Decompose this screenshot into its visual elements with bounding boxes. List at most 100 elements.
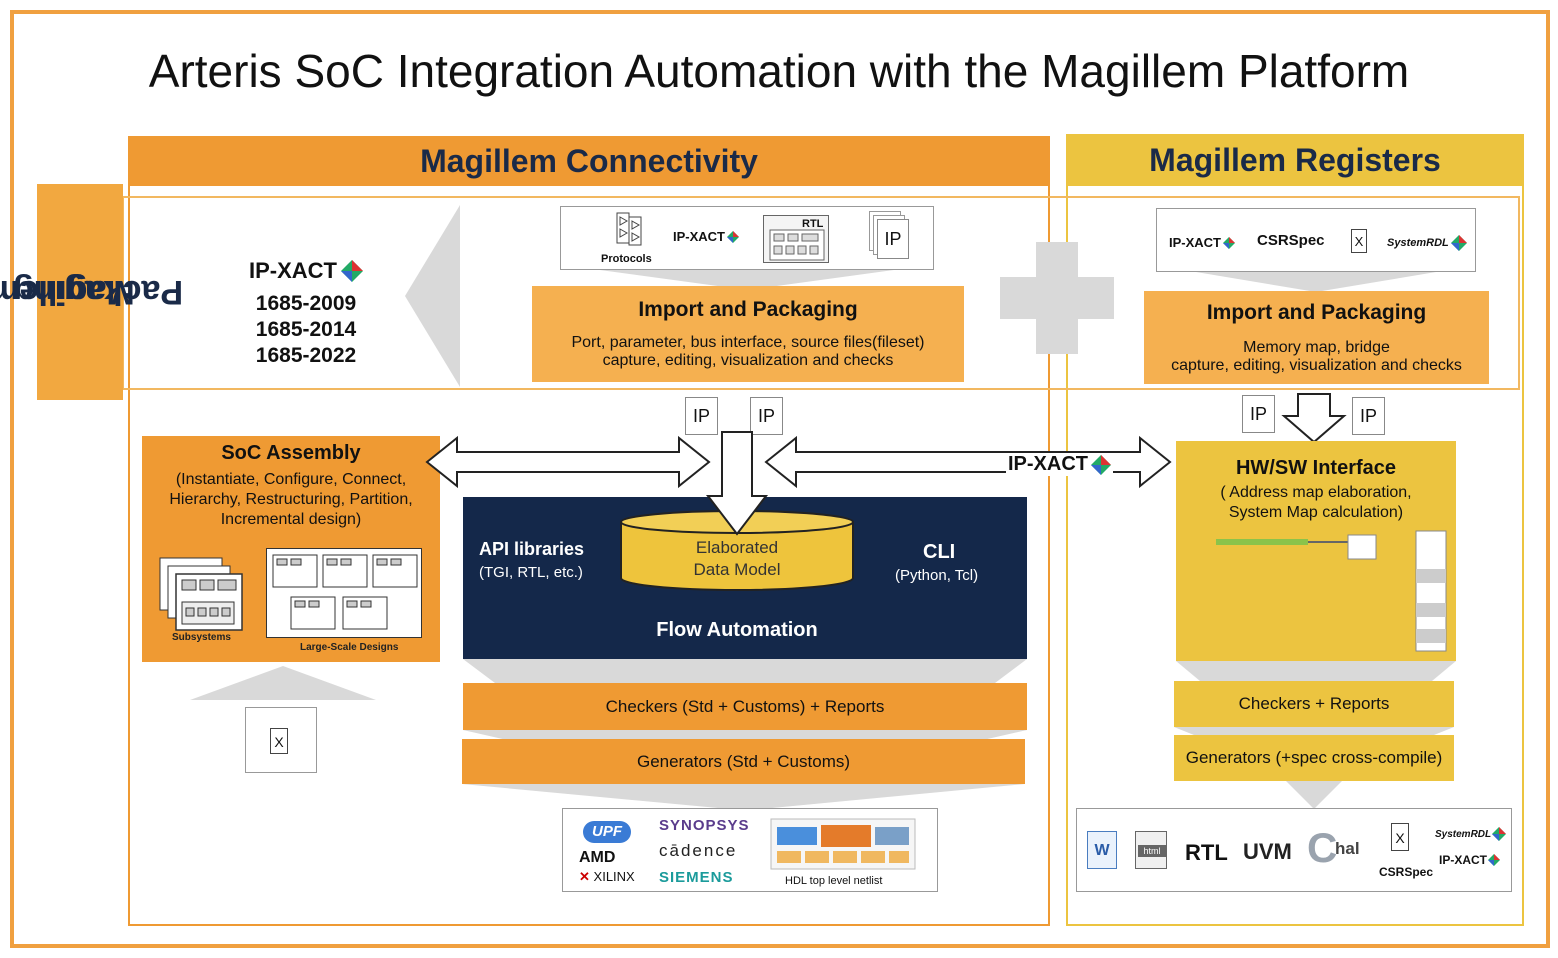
registers-csrspec-label: CSRSpec: [1257, 232, 1325, 249]
generators-label: Generators (Std + Customs): [636, 751, 851, 771]
registers-systemrdl-logo: SystemRDL: [1387, 235, 1467, 251]
cli-sub: (Python, Tcl): [895, 567, 979, 584]
connectivity-import-line2: capture, editing, visualization and chec…: [602, 352, 894, 369]
registers-checkers-label: Checkers + Reports: [1238, 694, 1390, 713]
ip-badge-4: IP: [1352, 397, 1385, 435]
soc-assembly-desc: (Instantiate, Configure, Connect, Hierar…: [142, 470, 440, 530]
address-map-graphic: [1216, 530, 1447, 652]
cli-label: CLI: [923, 541, 956, 563]
hdl-netlist-label: HDL top level netlist: [785, 875, 883, 887]
connectivity-import-line1: Port, parameter, bus interface, source f…: [571, 334, 925, 351]
ip-badge-1: IP: [685, 397, 718, 435]
data-model-label: Elaborated Data Model: [620, 534, 854, 584]
elaborated-data-model-cylinder: [620, 510, 854, 591]
api-libraries-label: API libraries: [479, 539, 585, 559]
ip-stack-front: IP: [877, 219, 909, 259]
registers-checkers-generators-funnel: [1174, 727, 1454, 735]
ip-stack-label: IP: [884, 228, 902, 249]
hal-c-icon: C: [1307, 824, 1338, 871]
ipxact-output-text: IP-XACT: [1439, 853, 1487, 867]
page-title: Arteris SoC Integration Automation with …: [148, 45, 1410, 97]
hdl-netlist-thumbnail: [770, 818, 916, 870]
systemrdl-output-logo: SystemRDL: [1435, 827, 1507, 841]
ipxact-standards: IP-XACT 1685-2009 1685-2014 1685-2022: [236, 248, 376, 378]
packaging-line2: Packaging: [12, 273, 184, 311]
connectivity-header-label: Magillem Connectivity: [420, 142, 758, 179]
hwsw-desc: ( Address map elaboration, System Map ca…: [1176, 483, 1456, 523]
ipxact-version-3: 1685-2022: [255, 344, 357, 367]
large-scale-designs-icon: [266, 548, 422, 638]
generators-bar: Generators (Std + Customs): [462, 739, 1025, 784]
html-doc-icon: html: [1135, 831, 1167, 869]
subsystems-icon: [159, 557, 243, 631]
ipxact-diamond-icon: [1223, 236, 1235, 249]
large-scale-blocks: [272, 554, 418, 630]
uvm-logo: UVM: [1243, 839, 1292, 864]
hwsw-checkers-funnel: [1176, 661, 1456, 681]
ipxact-diamond-icon: [1488, 854, 1500, 866]
registers-generators-bar: Generators (+spec cross-compile): [1174, 735, 1454, 781]
excel-input-box: X: [245, 707, 317, 773]
hal-label: hal: [1335, 839, 1360, 858]
word-doc-icon: W: [1087, 831, 1117, 869]
generators-output-funnel: [462, 784, 1025, 808]
registers-panel: [1066, 184, 1524, 926]
registers-import-line2: capture, editing, visualization and chec…: [1171, 356, 1462, 374]
protocols-icon: [616, 212, 642, 246]
registers-inputs-arrow: [1196, 272, 1436, 292]
vendor-outputs-box: UPF AMD ✕ XILINX SYNOPSYS cādence SIEMEN…: [562, 808, 938, 892]
soc-double-arrow: [425, 435, 711, 489]
systemrdl-diamond-icon: [1492, 827, 1507, 841]
systemrdl-diamond-icon: [1450, 235, 1467, 251]
rtl-blocks-graphic: [769, 229, 825, 261]
registers-outputs-box: W html RTL UVM C hal X CSRSpec SystemRDL…: [1076, 808, 1512, 892]
hwsw-double-arrow: [764, 435, 1172, 489]
hwsw-line2: System Map calculation): [1228, 504, 1404, 521]
siemens-logo: SIEMENS: [659, 869, 734, 886]
connectivity-ipxact-logo: IP-XACT: [673, 229, 739, 244]
connectivity-import-title: Import and Packaging: [638, 298, 858, 321]
excel-icon: X: [1351, 229, 1367, 253]
excel-icon: X: [1391, 823, 1409, 851]
packaging-arrow-left: [405, 205, 460, 387]
registers-inputs-box: IP-XACT CSRSpec X SystemRDL: [1156, 208, 1476, 272]
connectivity-import-box: Import and Packaging Port, parameter, bu…: [532, 286, 964, 382]
subsystems-label: Subsystems: [172, 632, 231, 643]
ip-badge-4-label: IP: [1359, 405, 1377, 426]
connectivity-ipxact-text: IP-XACT: [673, 229, 725, 244]
excel-up-arrow: [190, 666, 376, 700]
registers-ipxact-text: IP-XACT: [1169, 235, 1221, 250]
registers-import-box: Import and Packaging Memory map, bridge …: [1144, 291, 1489, 384]
data-model-line1: Elaborated: [695, 538, 779, 557]
connectivity-panel: [128, 184, 1050, 926]
checkers-generators-funnel: [463, 730, 1027, 740]
flow-checkers-funnel: [463, 659, 1027, 683]
hwsw-title: HW/SW Interface: [1235, 457, 1397, 479]
ipxact-diamond-icon: [727, 230, 739, 243]
connectivity-inputs-box: Protocols IP-XACT RTL IP: [560, 206, 934, 270]
ipxact-diamond-icon: [341, 260, 363, 282]
connectivity-inputs-arrow: [600, 270, 894, 290]
registers-output-funnel: [1286, 781, 1342, 809]
large-scale-designs-label: Large-Scale Designs: [300, 642, 399, 653]
hwsw-interface-box: HW/SW Interface ( Address map elaboratio…: [1176, 441, 1456, 661]
html-doc-label: html: [1138, 845, 1166, 857]
ipxact-version-1: 1685-2009: [255, 292, 357, 315]
registers-down-arrow: [1281, 393, 1347, 444]
registers-ipxact-logo: IP-XACT: [1169, 235, 1235, 250]
ipxact-output-logo: IP-XACT: [1439, 853, 1500, 867]
arrow-ipxact-logo: IP-XACT: [1006, 453, 1113, 476]
registers-import-line1: Memory map, bridge: [1243, 338, 1390, 356]
synopsys-logo: SYNOPSYS: [659, 817, 750, 834]
ipxact-diamond-icon: [1091, 454, 1111, 475]
ipxact-version-2: 1685-2014: [255, 318, 357, 341]
protocols-label: Protocols: [601, 253, 652, 265]
xilinx-mark-icon: ✕: [579, 869, 590, 884]
arrow-ipxact-text: IP-XACT: [1008, 453, 1088, 475]
amd-logo: AMD: [579, 849, 616, 866]
registers-header-label: Magillem Registers: [1149, 141, 1441, 178]
soc-line3: Incremental design): [220, 511, 362, 528]
registers-import-title: Import and Packaging: [1206, 300, 1427, 324]
ip-badge-3-label: IP: [1249, 403, 1267, 424]
